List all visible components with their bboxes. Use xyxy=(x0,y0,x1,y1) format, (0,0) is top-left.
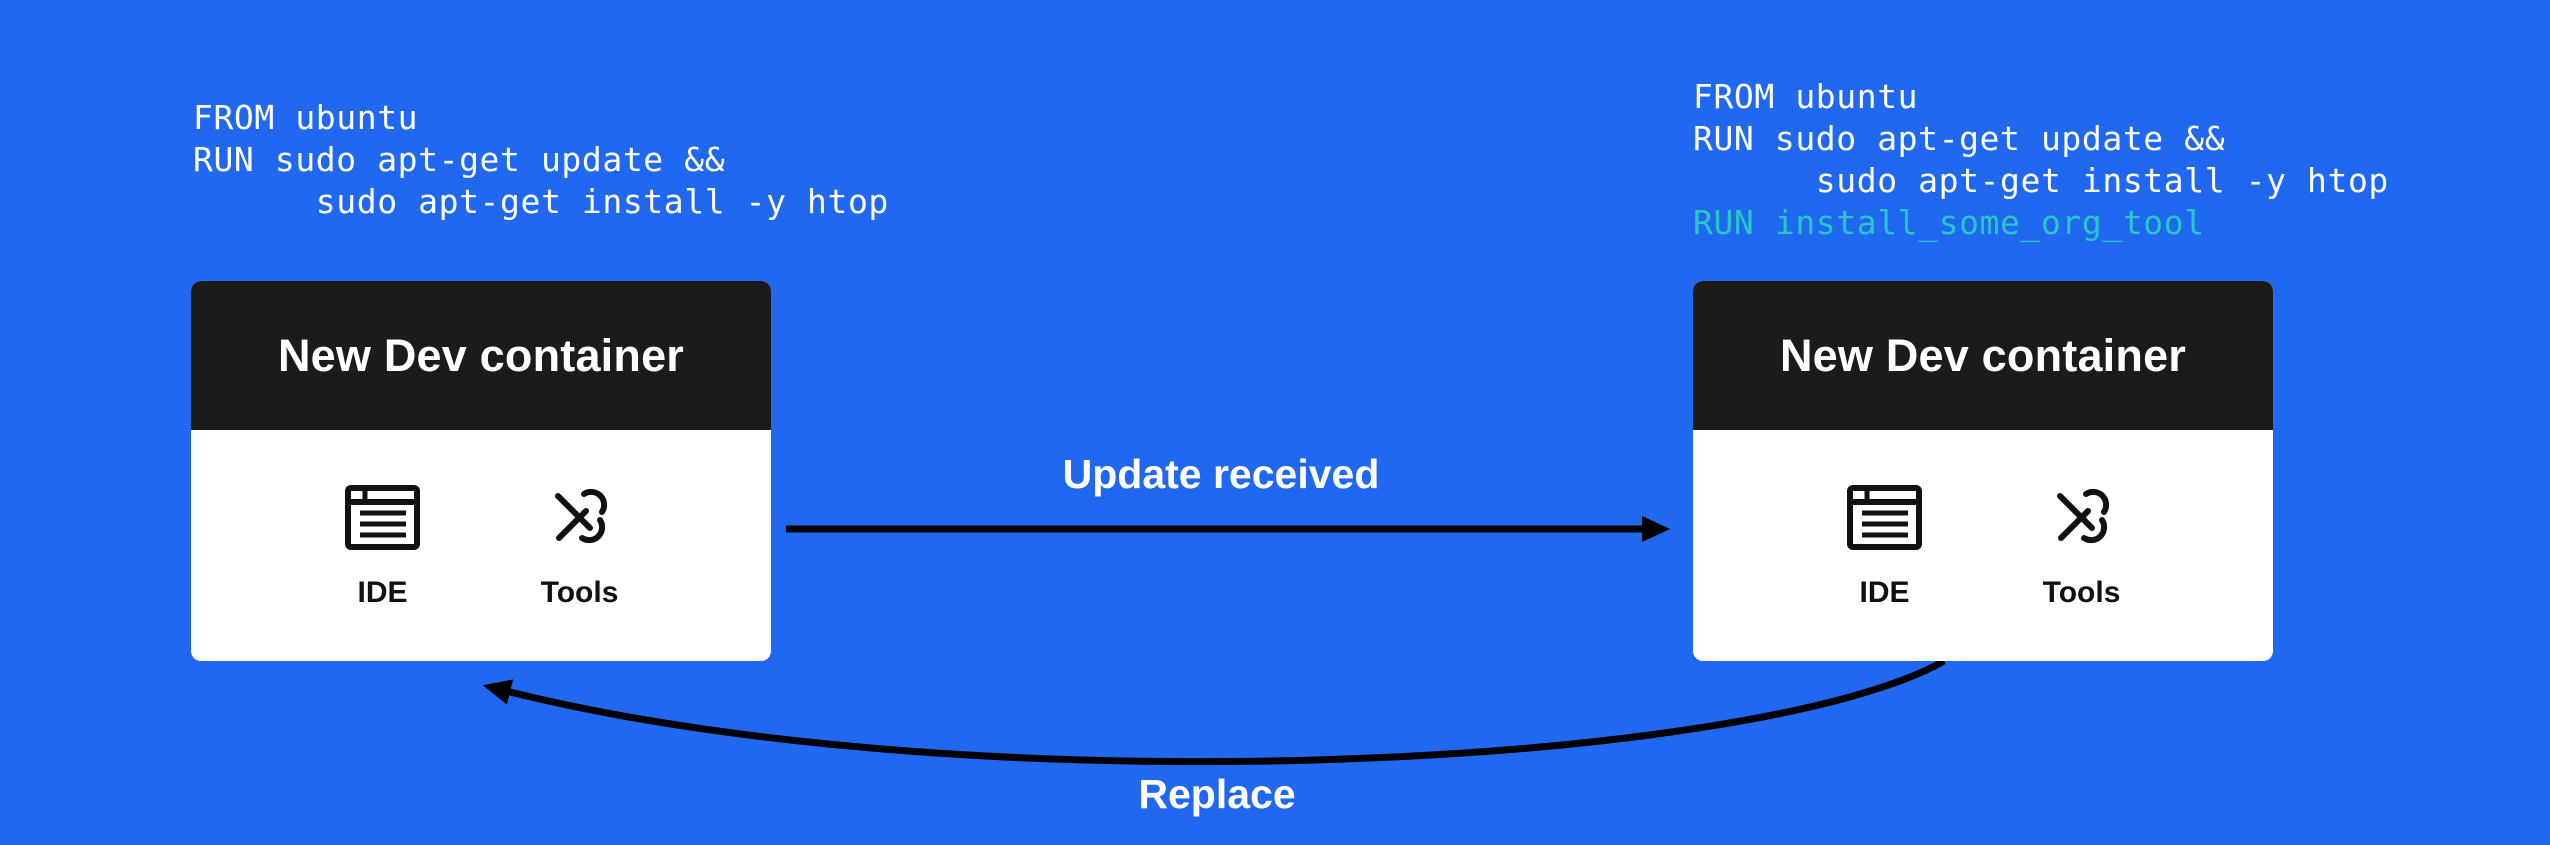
hammer-wrench-icon xyxy=(543,482,617,552)
code-line: sudo apt-get install -y htop xyxy=(1693,161,2389,200)
replace-arrow-label: Replace xyxy=(1138,771,1296,817)
tools-label: Tools xyxy=(2042,576,2121,609)
dockerfile-snippet-left: FROM ubuntu RUN sudo apt-get update && s… xyxy=(193,97,889,223)
dev-container-box-left: New Dev container IDE xyxy=(191,281,771,661)
ide-item: IDE xyxy=(323,482,443,610)
code-line: sudo apt-get install -y htop xyxy=(193,182,889,221)
ide-window-icon xyxy=(345,482,420,552)
container-header: New Dev container xyxy=(191,281,771,430)
ide-item: IDE xyxy=(1825,482,1945,610)
code-line: RUN sudo apt-get update && xyxy=(1693,119,2226,158)
hammer-wrench-icon xyxy=(2045,482,2119,552)
tools-item: Tools xyxy=(520,482,640,610)
update-arrow-label: Update received xyxy=(1062,451,1380,497)
container-body: IDE Tools xyxy=(191,430,771,661)
ide-label: IDE xyxy=(357,576,408,609)
code-line: FROM ubuntu xyxy=(1693,77,1919,116)
code-line: FROM ubuntu xyxy=(193,98,419,137)
container-title: New Dev container xyxy=(1779,329,2187,381)
dev-container-box-right: New Dev container IDE xyxy=(1693,281,2273,661)
code-line: RUN sudo apt-get update && xyxy=(193,140,726,179)
container-title: New Dev container xyxy=(277,329,685,381)
container-body: IDE Tools xyxy=(1693,430,2273,661)
ide-label: IDE xyxy=(1859,576,1910,609)
dockerfile-snippet-right: FROM ubuntu RUN sudo apt-get update && s… xyxy=(1693,76,2389,244)
tools-item: Tools xyxy=(2022,482,2142,610)
ide-window-icon xyxy=(1847,482,1922,552)
replace-arrow xyxy=(482,657,1946,766)
container-header: New Dev container xyxy=(1693,281,2273,430)
code-line-highlighted: RUN install_some_org_tool xyxy=(1693,203,2205,242)
tools-label: Tools xyxy=(540,576,619,609)
